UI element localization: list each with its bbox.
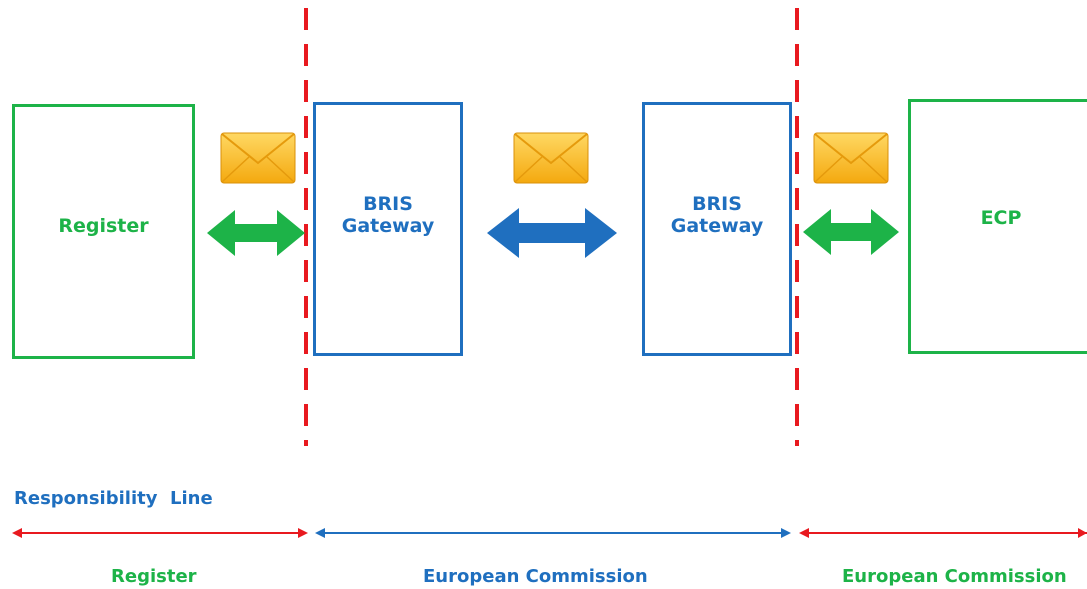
register-box-label: Register	[58, 214, 149, 237]
envelope-icon	[813, 132, 889, 184]
zone-label-register: Register	[111, 566, 197, 587]
double-arrow-green-right	[803, 209, 899, 255]
responsibility-line-title: Responsibility Line	[14, 488, 213, 509]
zone-label-european-commission: European Commission	[423, 566, 648, 587]
responsibility-arrow-european-commission-ecp	[799, 528, 1087, 538]
envelope-icon	[220, 132, 296, 184]
bris-gateway-box-right: BRIS Gateway	[642, 102, 792, 356]
responsibility-arrow-register	[12, 528, 308, 538]
ecp-box-label: ECP	[980, 206, 1022, 229]
responsibility-arrow-european-commission	[315, 528, 791, 538]
zone-label-european-commission-ecp: European Commission	[842, 566, 1067, 587]
bris-gateway-box-left: BRIS Gateway	[313, 102, 463, 356]
register-box: Register	[12, 104, 195, 359]
double-arrow-green-left	[207, 210, 305, 256]
bris-gateway-label-left: BRIS Gateway	[341, 193, 435, 237]
bris-gateway-label-right: BRIS Gateway	[670, 193, 764, 237]
double-arrow-blue	[487, 208, 617, 258]
ecp-box: ECP	[908, 99, 1087, 354]
envelope-icon	[513, 132, 589, 184]
